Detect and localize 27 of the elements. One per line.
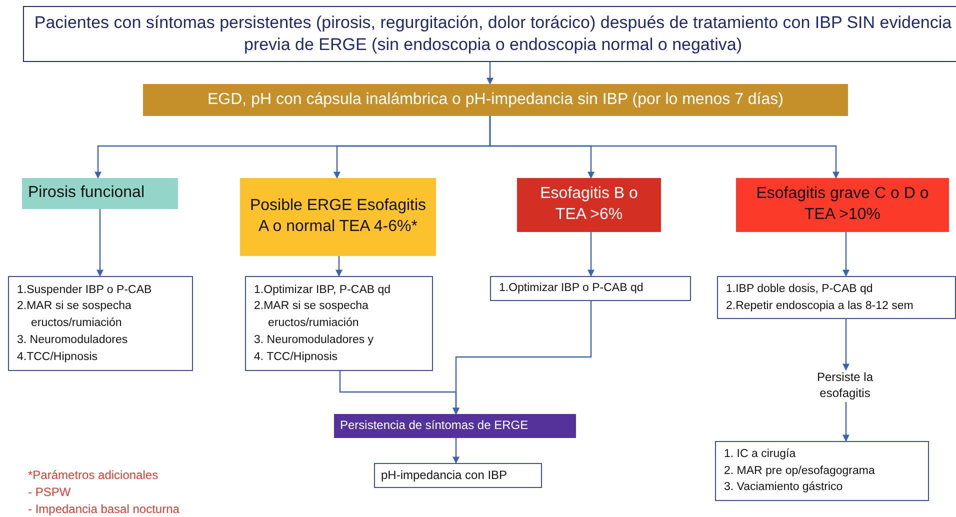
step-text: Persiste la esofagitis xyxy=(800,370,890,402)
treatment-box: 1.Optimizar IBP o P-CAB qd xyxy=(490,276,691,301)
arrow xyxy=(842,402,850,442)
header-box: Pacientes con síntomas persistentes (pirosis, regurgitación, dolor torácico) después de tratamiento con IBP SIN evidencia previa de ERGE (sin endoscopia o endoscopia normal o negativa) xyxy=(23,6,956,62)
outcome-box: Esofagitis grave C o D o TEA >10% xyxy=(736,178,949,232)
treatment-box: 1. IC a cirugía 2. MAR pre op/esofagograma 3. Vaciamiento gástrico xyxy=(715,441,929,501)
result-box: pH-impedancia con IBP xyxy=(374,463,542,488)
footnote-text: - PSPW xyxy=(28,484,72,501)
arrow xyxy=(842,232,850,277)
arrow xyxy=(452,438,460,464)
arrow xyxy=(486,62,494,85)
arrow xyxy=(588,232,594,277)
treatment-box: 1.Suspender IBP o P-CAB 2.MAR si se sospecha eructos/rumiación 3. Neuromoduladores 4.TCC/Hipnosis xyxy=(8,276,193,371)
arrow xyxy=(842,319,850,371)
arrow xyxy=(336,256,342,277)
treatment-box: 1.Optimizar IBP, P-CAB qd 2.MAR si se sospecha eructos/rumiación 3. Neuromoduladores y 4. TCC/Hipnosis xyxy=(245,276,433,371)
outcome-box: Pirosis funcional xyxy=(22,178,178,209)
process-band: EGD, pH con cápsula inalámbrica o pH-impedancia sin IBP (por lo menos 7 días) xyxy=(143,84,848,116)
arrow xyxy=(489,116,840,179)
arrow xyxy=(96,209,104,277)
process-box: Persistencia de síntomas de ERGE xyxy=(334,414,576,438)
arrow xyxy=(452,301,592,415)
outcome-box: Esofagitis B o TEA >6% xyxy=(517,178,661,232)
treatment-box: 1.IBP doble dosis, P-CAB qd 2.Repetir endoscopia a las 8-12 sem xyxy=(717,276,956,319)
outcome-box: Posible ERGE Esofagitis A o normal TEA 4-6%* xyxy=(240,178,436,256)
footnote-text: - Impedancia basal nocturna xyxy=(28,501,180,517)
footnote-text: *Parámetros adicionales xyxy=(28,467,160,484)
